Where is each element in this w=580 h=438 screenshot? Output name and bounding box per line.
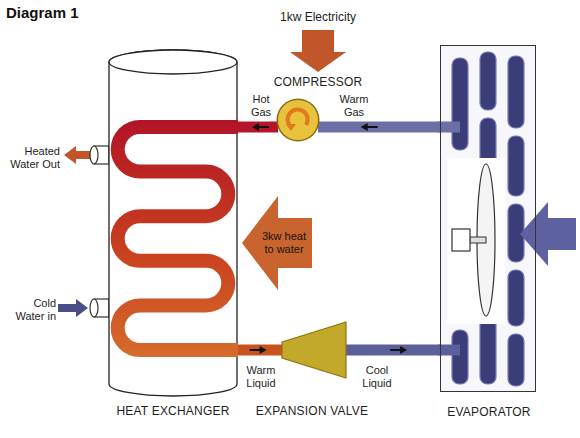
pipe-label: Hot Gas — [246, 93, 276, 119]
electricity-arrow — [290, 30, 346, 72]
water-nozzle — [90, 146, 109, 164]
part-name: COMPRESSOR — [274, 75, 363, 89]
diagram-title: Diagram 1 — [6, 4, 79, 22]
heating-coil — [118, 127, 238, 350]
flow-arrow-head — [361, 123, 368, 131]
evaporator-tube — [452, 58, 468, 150]
heat-arrow: 3kw heat to water — [242, 196, 312, 290]
input-label: 1kw Electricity — [280, 10, 356, 24]
evaporator-tube — [452, 330, 468, 384]
fan-shaft — [470, 237, 486, 243]
tank-outline — [108, 48, 238, 398]
tank-top — [109, 50, 237, 74]
evaporator-box: EVAPORATOR — [440, 45, 536, 392]
evaporator-tube — [508, 270, 524, 326]
valve-body — [282, 322, 346, 378]
part-name: EVAPORATOR — [447, 405, 530, 419]
heat-arrow-fill — [242, 196, 312, 290]
refrigerant-pipe — [238, 346, 282, 354]
water-nozzle — [90, 299, 109, 317]
flow-arrow-head — [260, 346, 267, 354]
pipe-stub — [438, 345, 460, 356]
water-label: Cold Water in — [6, 297, 56, 323]
compressor-circle: COMPRESSOR — [278, 100, 318, 140]
heat-exchanger-tank: HEAT EXCHANGER — [108, 48, 238, 398]
tank-body — [109, 50, 237, 396]
refrigerant-pipe — [346, 346, 440, 354]
pipe-label: Warm Liquid — [240, 364, 282, 390]
evaporator-tube — [508, 56, 524, 128]
expansion-valve: EXPANSION VALVE — [282, 322, 346, 378]
pipe-line — [238, 345, 282, 356]
refrigerant-pipe — [318, 123, 440, 131]
swirl-head — [286, 124, 296, 131]
part-name: EXPANSION VALVE — [256, 404, 368, 418]
flow-arrow-head — [252, 123, 259, 131]
fan-area — [447, 158, 505, 324]
pipe-line — [238, 122, 278, 133]
pipe-label: Warm Gas — [336, 93, 372, 119]
flow-arrow-head — [400, 346, 407, 354]
water-nozzle — [90, 146, 98, 164]
water-nozzle — [90, 299, 98, 317]
part-name: HEAT EXCHANGER — [116, 404, 229, 418]
water-label: Heated Water Out — [4, 145, 60, 171]
fan-motor — [452, 229, 470, 251]
evaporator-tube — [508, 136, 524, 196]
valve-shape — [282, 322, 346, 378]
pipe-line — [318, 122, 440, 133]
cold-water-arrow — [58, 299, 88, 317]
compressor-swirl — [278, 100, 318, 140]
evaporator-tube — [480, 52, 496, 110]
pipe-stub — [438, 122, 460, 133]
pipe-label: Cool Liquid — [356, 364, 398, 390]
evaporator-ground — [440, 45, 536, 392]
heated-water-arrow — [64, 146, 90, 164]
pipe-line — [346, 345, 440, 356]
air-flow-arrow — [520, 202, 576, 266]
refrigerant-pipe — [238, 123, 278, 131]
evaporator-tube — [508, 334, 524, 386]
arrow-text: 3kw heat to water — [258, 230, 310, 256]
